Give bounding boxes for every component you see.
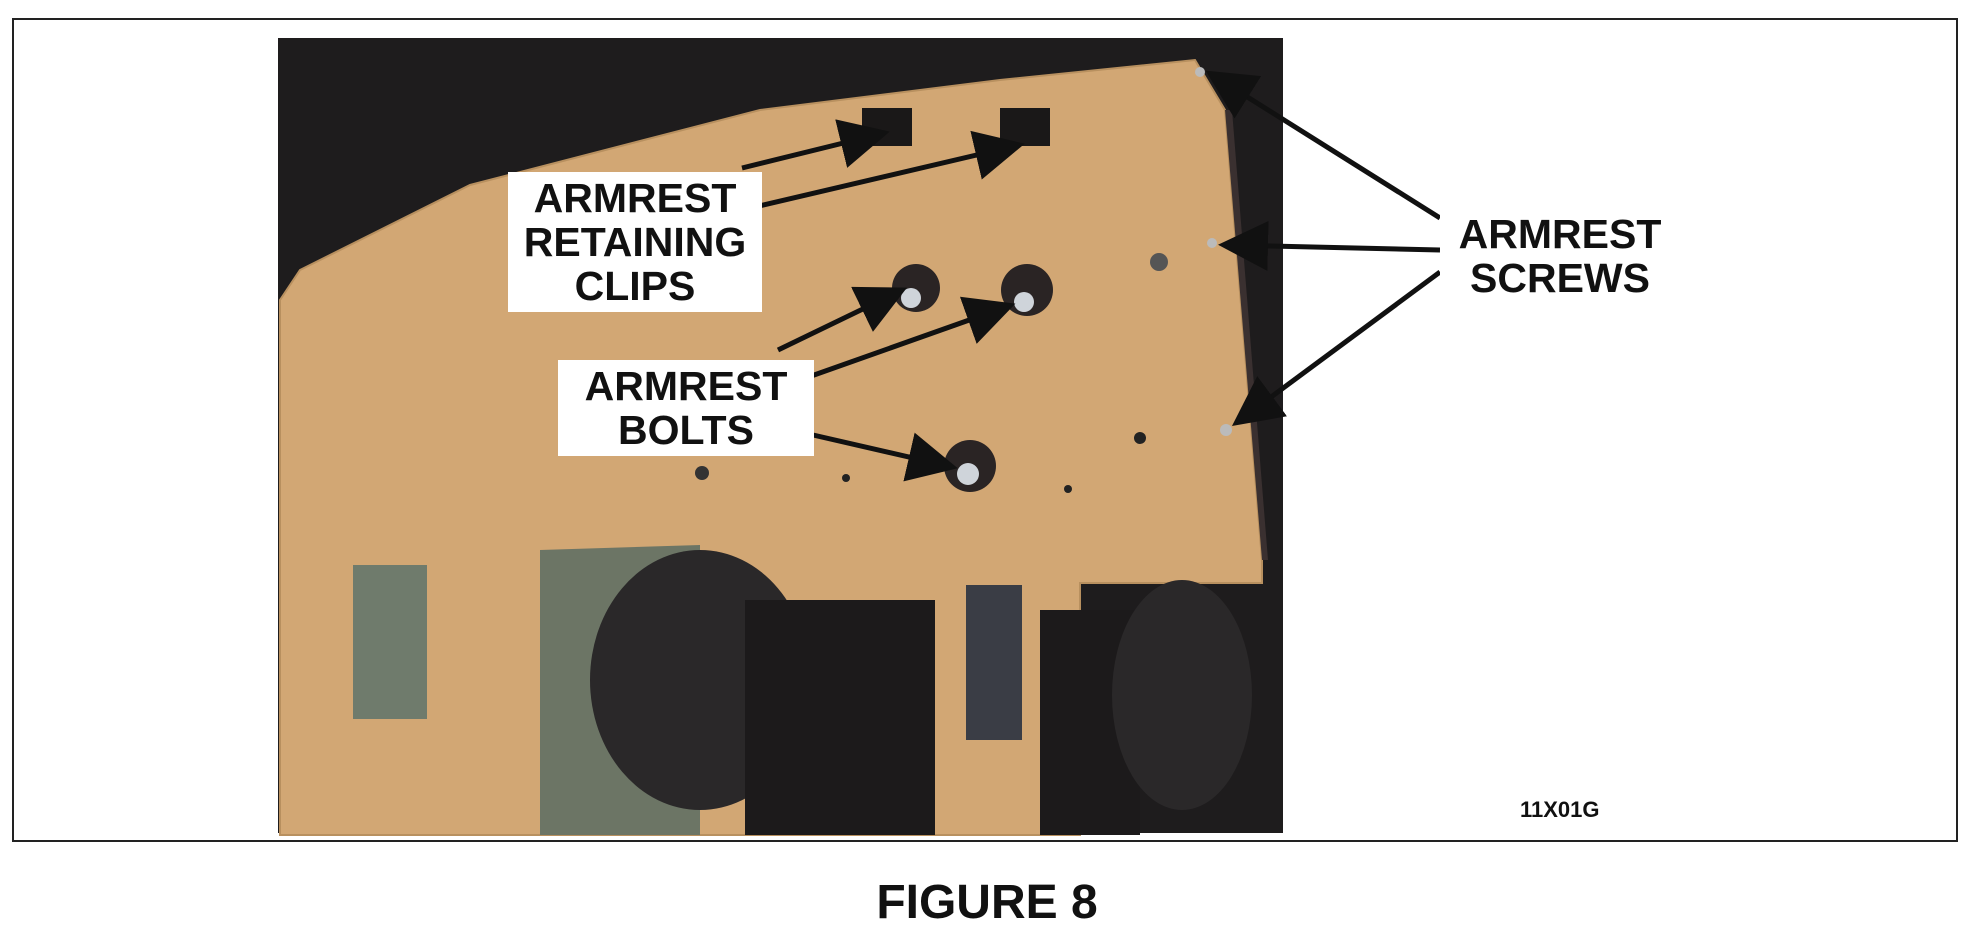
pointer-arrow bbox=[1205, 70, 1442, 221]
figure-code: 11X01G bbox=[1520, 797, 1600, 822]
pointer-arrow bbox=[1218, 220, 1441, 271]
pointer-arrow bbox=[776, 286, 908, 353]
bolt bbox=[957, 463, 979, 485]
belt-webbing bbox=[745, 600, 935, 835]
pointer-arrow bbox=[799, 429, 958, 482]
panel-hole bbox=[842, 474, 850, 482]
panel-cutout bbox=[353, 565, 427, 719]
armrest-screws-label: ARMREST SCREWS bbox=[1440, 208, 1680, 304]
retaining-clip bbox=[1000, 108, 1050, 146]
armrest-screw bbox=[1195, 67, 1205, 77]
armrest-screw bbox=[1207, 238, 1217, 248]
pointer-arrow bbox=[741, 119, 890, 171]
center-slot bbox=[966, 585, 1022, 740]
armrest-screw bbox=[1220, 424, 1232, 436]
pointer-arrow bbox=[799, 296, 1016, 383]
armrest-bolts-label: ARMREST BOLTS bbox=[558, 360, 814, 456]
pointer-arrow bbox=[741, 130, 1025, 213]
figure-caption: FIGURE 8 bbox=[876, 876, 1098, 929]
retaining-clip bbox=[862, 108, 912, 146]
bolt bbox=[901, 288, 921, 308]
panel-hole bbox=[1064, 485, 1072, 493]
belt-retractor bbox=[1112, 580, 1252, 810]
bolt bbox=[1014, 292, 1034, 312]
pointer-arrow bbox=[1231, 269, 1442, 426]
panel-hole bbox=[1150, 253, 1168, 271]
panel-hole bbox=[695, 466, 709, 480]
armrest-retaining-clips-label: ARMREST RETAINING CLIPS bbox=[508, 172, 762, 312]
panel-hole bbox=[1134, 432, 1146, 444]
